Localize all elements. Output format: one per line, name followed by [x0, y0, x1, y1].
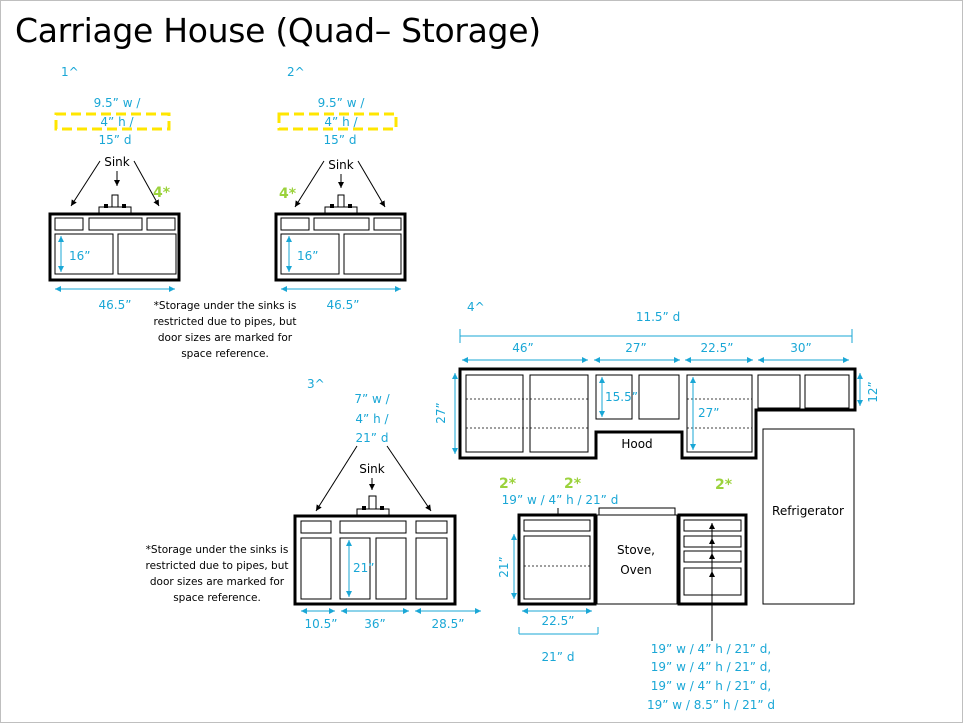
section-2-label: 2^ [287, 65, 305, 79]
sink-1-label: Sink [104, 155, 130, 169]
shelf-2-height: 4” h / [324, 115, 358, 129]
marker-2-b: 2* [564, 476, 582, 492]
door-height-1: 16” [69, 249, 91, 263]
pipe-note-2: *Storage under the sinks is restricted d… [145, 544, 288, 604]
drawer-sizes: 19” w / 4” h / 21” d, 19” w / 4” h / 21”… [647, 642, 775, 712]
page-title: Carriage House (Quad– Storage) [15, 11, 541, 50]
door-height-21: 21” [353, 561, 375, 575]
base-height-21: 21” [497, 556, 511, 578]
svg-text:*Storage under the sinks is: *Storage under the sinks is [154, 300, 297, 312]
shelf-2-depth: 15” d [324, 133, 357, 147]
width-10-5: 10.5” [305, 617, 338, 631]
svg-text:*Storage under the sinks is: *Storage under the sinks is [146, 544, 289, 556]
shelf-3-height: 4” h / [355, 412, 389, 426]
svg-text:space reference.: space reference. [181, 348, 269, 360]
door-height-15-5: 15.5” [605, 390, 638, 404]
sink-3-label: Sink [359, 462, 385, 476]
shelf-3-depth: 21” d [356, 431, 389, 445]
marker-4-a: 4* [153, 185, 171, 201]
faucet-icon [356, 495, 390, 516]
door-height-2: 16” [297, 249, 319, 263]
refrigerator-label: Refrigerator [772, 504, 844, 518]
shelf-outline-2 [277, 112, 398, 131]
svg-text:door sizes are marked for: door sizes are marked for [158, 332, 293, 344]
shelf-1-width: 9.5” w / [94, 96, 142, 110]
base-width-22-5: 22.5” [542, 614, 575, 628]
cabinet-1-width: 46.5” [99, 298, 132, 312]
stove-label: Stove, [617, 543, 655, 557]
oven-label: Oven [620, 563, 652, 577]
lower-cabinets-2: 2* 2* 2* 19” w / 4” h / 21” d 21” 22.5” … [497, 428, 855, 712]
svg-text:19” w / 4” h / 21” d,: 19” w / 4” h / 21” d, [651, 642, 771, 656]
svg-text:space reference.: space reference. [173, 592, 261, 604]
svg-text:19” w / 8.5” h / 21” d: 19” w / 8.5” h / 21” d [647, 698, 775, 712]
refrigerator [762, 428, 855, 605]
width-28-5: 28.5” [432, 617, 465, 631]
svg-text:door sizes are marked for: door sizes are marked for [150, 576, 285, 588]
svg-text:restricted due to pipes, but: restricted due to pipes, but [153, 316, 296, 328]
sink-cabinet-1: 1^ 9.5” w / 4” h / 15” d Sink 4* [48, 65, 297, 360]
hood-label: Hood [621, 437, 652, 451]
top-drawer-size: 19” w / 4” h / 21” d [502, 493, 619, 507]
section-3-label: 3^ [307, 377, 325, 391]
width-36: 36” [364, 617, 386, 631]
upper-width-22-5: 22.5” [701, 341, 734, 355]
marker-2-c: 2* [715, 477, 733, 493]
cabinet-2-width: 46.5” [327, 298, 360, 312]
upper-width-30: 30” [790, 341, 812, 355]
faucet-icon [324, 194, 358, 214]
upper-height-12: 12” [866, 381, 880, 403]
sink-cabinet-2: 2^ 9.5” w / 4” h / 15” d Sink 4* 16” [274, 65, 407, 312]
svg-text:19” w / 4” h / 21” d,: 19” w / 4” h / 21” d, [651, 660, 771, 674]
upper-height-27: 27” [434, 402, 448, 424]
faucet-icon [98, 194, 132, 214]
sink-cabinet-3: 3^ 7” w / 4” h / 21” d Sink 21” [145, 377, 481, 631]
svg-text:restricted due to pipes, but: restricted due to pipes, but [145, 560, 288, 572]
pipe-note-1: *Storage under the sinks is restricted d… [153, 300, 296, 360]
shelf-3-width: 7” w / [354, 392, 390, 406]
upper-cabinets-4: 4^ 11.5” d 46” 27” 22.5” 30” [434, 300, 880, 460]
shelf-outline-1 [54, 112, 171, 131]
shelf-1-height: 4” h / [100, 115, 134, 129]
base-depth-21: 21” d [542, 650, 575, 664]
marker-2-a: 2* [499, 476, 517, 492]
sink-2-label: Sink [328, 158, 354, 172]
marker-4-b: 4* [279, 186, 297, 202]
upper-depth: 11.5” d [636, 310, 680, 324]
shelf-2-width: 9.5” w / [318, 96, 366, 110]
door-height-27: 27” [698, 406, 720, 420]
section-4-label: 4^ [467, 300, 485, 314]
shelf-1-depth: 15” d [99, 133, 132, 147]
section-1-label: 1^ [61, 65, 79, 79]
upper-width-46: 46” [512, 341, 534, 355]
svg-text:19” w / 4” h / 21” d,: 19” w / 4” h / 21” d, [651, 679, 771, 693]
upper-width-27: 27” [625, 341, 647, 355]
